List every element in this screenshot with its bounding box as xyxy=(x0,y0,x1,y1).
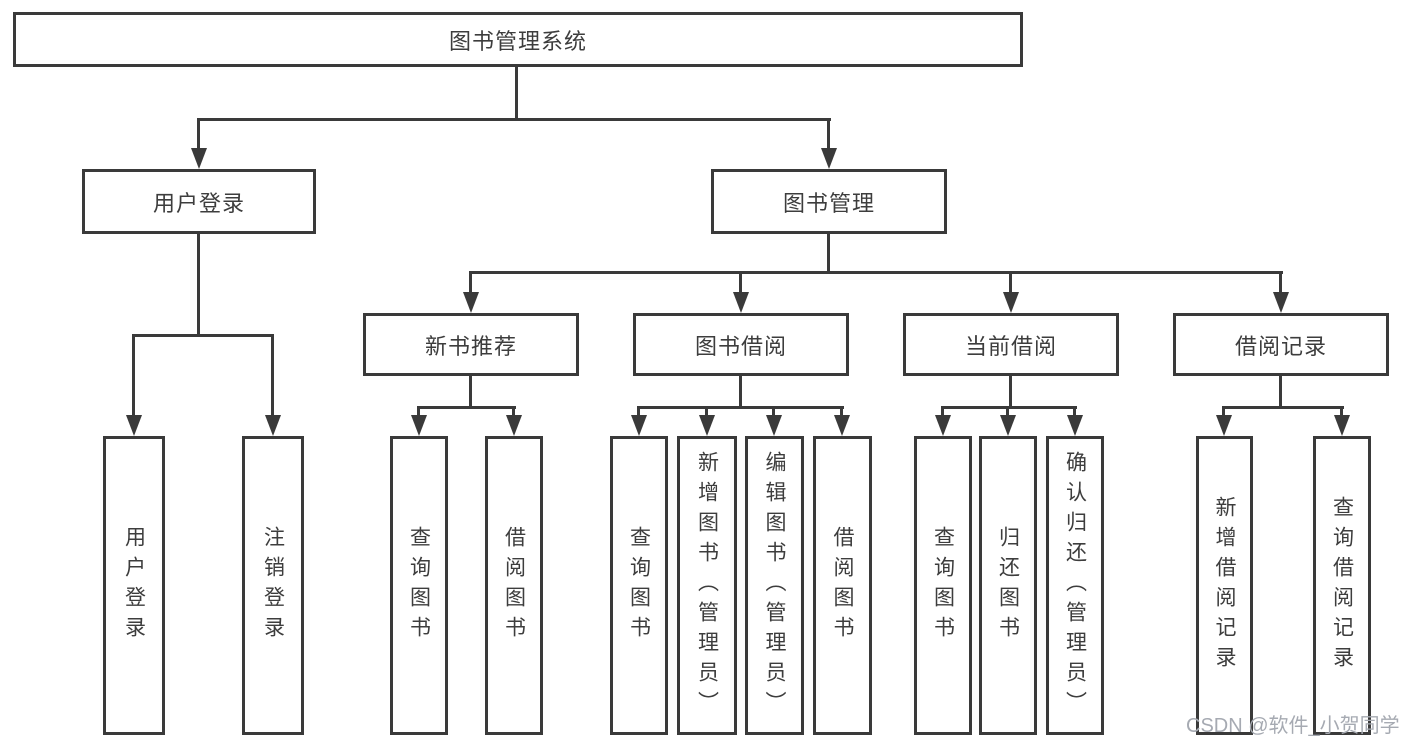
node-new-book-recommend: 新书推荐 xyxy=(363,313,579,376)
arrow-down-icon xyxy=(1067,415,1083,436)
connector-line xyxy=(739,271,742,292)
node-label: 当前借阅 xyxy=(964,333,1057,359)
arrow-down-icon xyxy=(1273,292,1289,313)
connector-line xyxy=(515,67,518,119)
node-label: 新书推荐 xyxy=(424,333,517,359)
leaf-current-confirm-return-admin: 确认归还（管理员） xyxy=(1046,436,1104,735)
node-label: 编辑图书（管理员） xyxy=(763,450,787,721)
leaf-borrowing-add-books-admin: 新增图书（管理员） xyxy=(677,436,737,735)
connector-line xyxy=(271,334,274,415)
arrow-down-icon xyxy=(1003,292,1019,313)
arrow-down-icon xyxy=(1000,415,1016,436)
arrow-down-icon xyxy=(463,292,479,313)
arrow-down-icon xyxy=(1334,415,1350,436)
connector-line xyxy=(469,374,472,409)
arrow-down-icon xyxy=(631,415,647,436)
connector-line xyxy=(469,271,472,292)
connector-line xyxy=(739,374,742,409)
node-label: 确认归还（管理员） xyxy=(1063,450,1087,721)
connector-line xyxy=(1073,406,1076,416)
node-current-borrowing: 当前借阅 xyxy=(903,313,1119,376)
arrow-down-icon xyxy=(935,415,951,436)
node-label: 查询图书 xyxy=(627,525,651,646)
connector-line xyxy=(941,406,1077,409)
node-label: 图书借阅 xyxy=(694,333,787,359)
connector-line xyxy=(1009,271,1012,292)
arrow-down-icon xyxy=(411,415,427,436)
arrow-down-icon xyxy=(506,415,522,436)
connector-line xyxy=(1222,406,1344,409)
node-label: 新增借阅记录 xyxy=(1213,495,1237,676)
connector-line xyxy=(197,232,200,337)
arrow-down-icon xyxy=(733,292,749,313)
node-library-management-system: 图书管理系统 xyxy=(13,12,1023,67)
csdn-watermark: CSDN @软件_小贺同学 xyxy=(1186,715,1400,737)
node-label: 注销登录 xyxy=(261,525,285,646)
leaf-current-query-books: 查询图书 xyxy=(914,436,972,735)
connector-line xyxy=(637,406,844,409)
connector-line xyxy=(637,406,640,416)
node-label: 新增图书（管理员） xyxy=(695,450,719,721)
connector-line xyxy=(1222,406,1225,416)
node-book-borrowing: 图书借阅 xyxy=(633,313,849,376)
connector-line xyxy=(1279,374,1282,409)
arrow-down-icon xyxy=(834,415,850,436)
connector-line xyxy=(705,406,708,416)
connector-line xyxy=(840,406,843,416)
node-label: 借阅记录 xyxy=(1234,333,1327,359)
connector-line xyxy=(1279,271,1282,292)
leaf-user-login: 用户登录 xyxy=(103,436,165,735)
node-label: 图书管理 xyxy=(782,190,875,216)
connector-line xyxy=(197,118,200,149)
leaf-records-query-record: 查询借阅记录 xyxy=(1313,436,1371,735)
connector-line xyxy=(827,232,830,274)
connector-line xyxy=(469,271,1283,274)
node-label: 查询借阅记录 xyxy=(1330,495,1354,676)
arrow-down-icon xyxy=(265,415,281,436)
node-label: 用户登录 xyxy=(152,190,245,216)
connector-line xyxy=(132,334,274,337)
node-label: 查询图书 xyxy=(931,525,955,646)
node-borrowing-records: 借阅记录 xyxy=(1173,313,1389,376)
arrow-down-icon xyxy=(766,415,782,436)
leaf-current-return-books: 归还图书 xyxy=(979,436,1037,735)
connector-line xyxy=(417,406,420,416)
connector-line xyxy=(941,406,944,416)
connector-line xyxy=(1340,406,1343,416)
arrow-down-icon xyxy=(1216,415,1232,436)
node-label: 归还图书 xyxy=(996,525,1020,646)
leaf-newbook-borrow-books: 借阅图书 xyxy=(485,436,543,735)
leaf-records-add-record: 新增借阅记录 xyxy=(1196,436,1253,735)
node-book-management: 图书管理 xyxy=(711,169,947,234)
leaf-newbook-query-books: 查询图书 xyxy=(390,436,448,735)
arrow-down-icon xyxy=(126,415,142,436)
connector-line xyxy=(827,118,830,149)
connector-line xyxy=(1006,406,1009,416)
leaf-logout: 注销登录 xyxy=(242,436,304,735)
node-label: 借阅图书 xyxy=(831,525,855,646)
node-label: 用户登录 xyxy=(122,525,146,646)
node-label: 查询图书 xyxy=(407,525,431,646)
leaf-borrowing-edit-books-admin: 编辑图书（管理员） xyxy=(745,436,804,735)
connector-line xyxy=(132,334,135,415)
node-label: 借阅图书 xyxy=(502,525,526,646)
leaf-borrowing-borrow-books: 借阅图书 xyxy=(813,436,872,735)
connector-line xyxy=(772,406,775,416)
leaf-borrowing-query-books: 查询图书 xyxy=(610,436,668,735)
node-label: 图书管理系统 xyxy=(448,28,587,54)
connector-line xyxy=(197,118,831,121)
connector-line xyxy=(417,406,516,409)
arrow-down-icon xyxy=(191,148,207,169)
arrow-down-icon xyxy=(699,415,715,436)
connector-line xyxy=(1009,374,1012,409)
connector-line xyxy=(512,406,515,416)
arrow-down-icon xyxy=(821,148,837,169)
node-user-login: 用户登录 xyxy=(82,169,316,234)
